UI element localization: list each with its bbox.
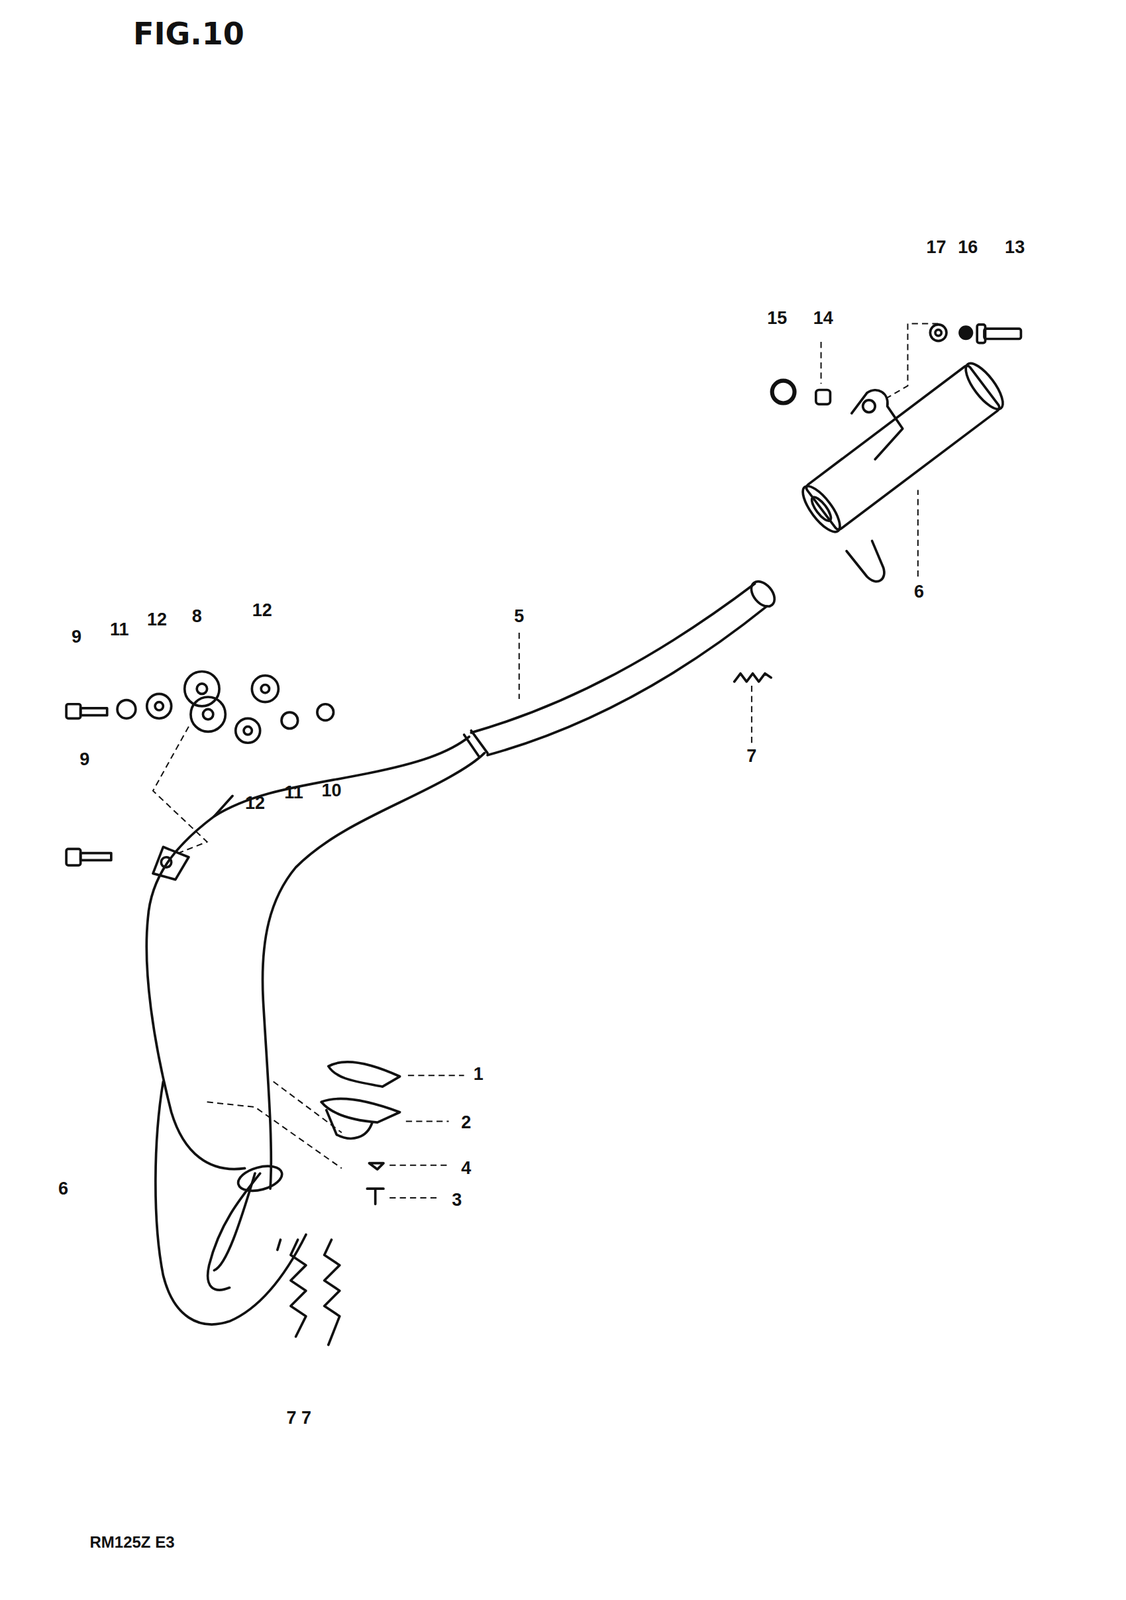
callout-number: 15 xyxy=(767,309,787,328)
callout-number: 12 xyxy=(252,600,273,619)
callout-number: 16 xyxy=(957,237,978,256)
callout-number: 11 xyxy=(109,620,130,639)
callout-number: 5 xyxy=(513,607,524,626)
callout-number: 11 xyxy=(284,783,304,802)
callout-number: 9 xyxy=(71,627,82,646)
callout-number: 12 xyxy=(147,610,167,628)
model-code: RM125Z E3 xyxy=(90,1534,175,1550)
callout-number: 3 xyxy=(451,1190,462,1209)
callout-number: 2 xyxy=(460,1112,471,1131)
callout-number: 13 xyxy=(1004,237,1025,256)
callout-number: 1 xyxy=(473,1065,484,1083)
figure-title: FIG.10 xyxy=(133,18,245,50)
callout-number: 10 xyxy=(321,781,342,800)
callout-number: 7 7 xyxy=(286,1408,312,1427)
callout-number: 6 xyxy=(58,1178,69,1197)
callout-number: 14 xyxy=(813,309,834,328)
callout-number: 9 xyxy=(79,749,90,768)
callout-number: 4 xyxy=(460,1159,471,1178)
callout-number: 6 xyxy=(914,582,924,601)
callout-number: 8 xyxy=(192,607,203,626)
callout-number: 17 xyxy=(926,237,947,256)
callout-number: 7 xyxy=(746,747,757,766)
callout-number: 12 xyxy=(245,793,265,812)
